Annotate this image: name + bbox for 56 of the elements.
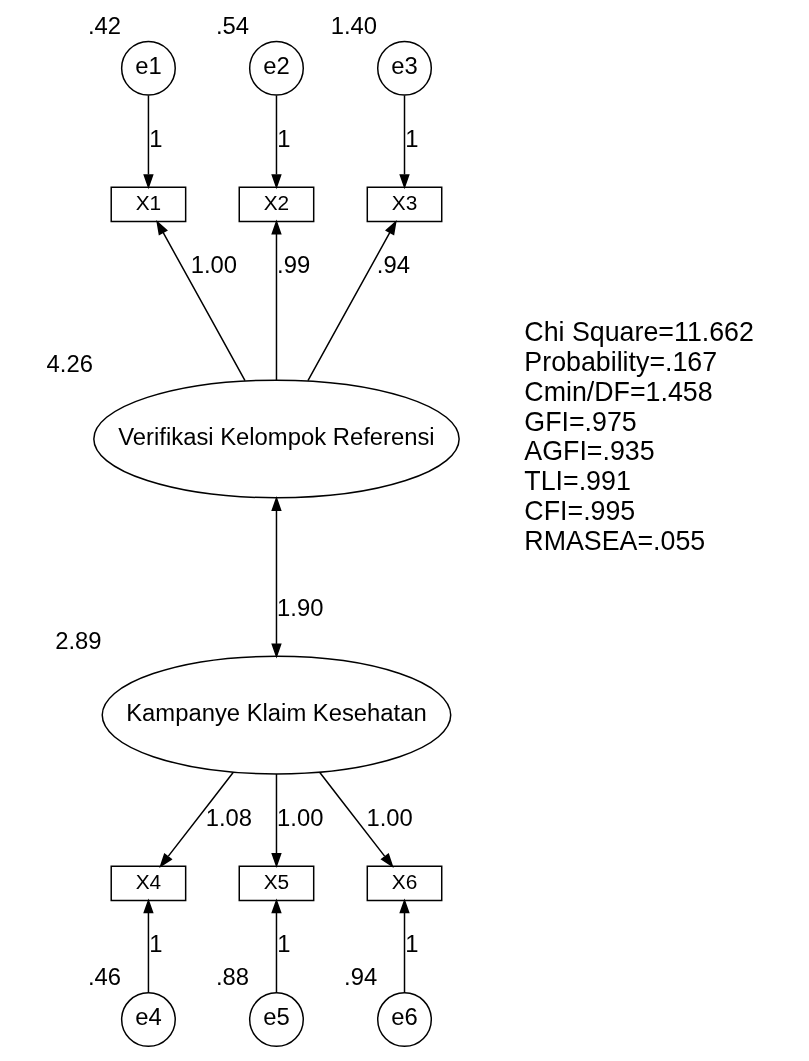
edge-label: 1 <box>148 124 163 152</box>
arrow <box>318 771 394 868</box>
arrow <box>398 898 410 994</box>
node-box: X5 <box>238 865 314 902</box>
label: Chi Square=11.662 <box>523 317 754 348</box>
arrow <box>270 94 282 190</box>
edge-label: 1 <box>148 930 163 958</box>
arrow <box>270 773 282 868</box>
edge-label: 1.08 <box>205 803 252 831</box>
node-label: .42 <box>87 11 121 39</box>
edge-label: 1 <box>404 124 419 152</box>
label: TLI=.991 <box>523 466 631 497</box>
node-label: .54 <box>215 11 249 39</box>
node-circle: e5 <box>248 992 304 1048</box>
arrow <box>158 771 234 868</box>
node-label: 4.26 <box>46 350 93 378</box>
label: Cmin/DF=1.458 <box>523 376 713 407</box>
node-box: X1 <box>109 186 186 223</box>
node-circle: e4 <box>120 992 176 1048</box>
node-label: 2.89 <box>54 626 102 654</box>
node-label: 1.40 <box>330 11 377 39</box>
node-circle: e2 <box>248 40 304 96</box>
node-box: X6 <box>366 865 442 902</box>
arrow <box>398 94 410 190</box>
arrow <box>155 219 246 382</box>
node-box: X2 <box>238 186 314 223</box>
edge-label: 1 <box>404 930 419 958</box>
node-label: .88 <box>215 963 249 991</box>
edge-label: 1.90 <box>276 593 323 621</box>
label: CFI=.995 <box>523 495 635 526</box>
node-label: .94 <box>343 963 377 991</box>
arrow <box>270 898 282 994</box>
node-box: X4 <box>109 865 186 902</box>
node-ellipse: Verifikasi Kelompok Referensi <box>92 379 460 499</box>
edge-label: 1.00 <box>190 251 237 279</box>
arrow <box>270 219 282 381</box>
edge-label: 1 <box>276 124 291 152</box>
edge-label: 1.00 <box>276 803 323 831</box>
node-label: .46 <box>87 963 121 991</box>
node-circle: e1 <box>120 40 176 96</box>
node-circle: e3 <box>376 40 432 96</box>
arrow <box>142 94 154 190</box>
label: GFI=.975 <box>523 406 637 437</box>
node-ellipse: Kampanye Klaim Kesehatan <box>101 655 451 775</box>
edge-label: .99 <box>276 251 310 279</box>
arrow <box>270 496 282 659</box>
edge-label: 1.00 <box>365 803 413 831</box>
edge-label: 1 <box>276 930 291 958</box>
arrow <box>142 898 154 994</box>
node-circle: e6 <box>376 992 432 1048</box>
node-box: X3 <box>366 186 442 223</box>
label: RMASEA=.055 <box>523 525 705 556</box>
label: AGFI=.935 <box>523 436 655 467</box>
arrow <box>306 219 397 382</box>
label: Probability=.167 <box>523 347 717 378</box>
edge-label: .94 <box>376 251 410 279</box>
